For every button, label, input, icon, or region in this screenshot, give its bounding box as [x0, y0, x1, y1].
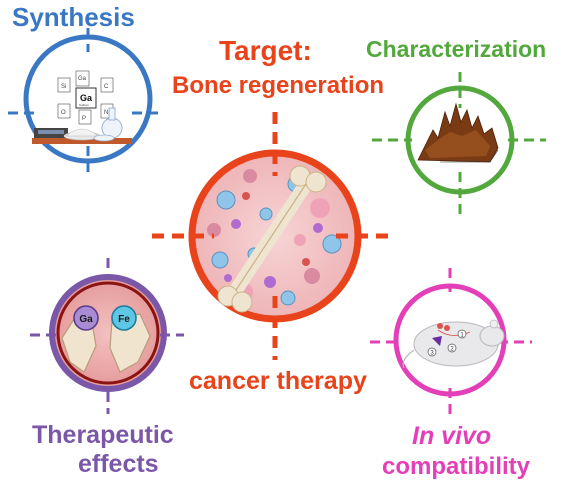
invivo-crosshair: 1 2 3	[370, 268, 532, 414]
ion-ga-label: Ga	[79, 314, 93, 325]
target-title-line1: Target:	[219, 35, 312, 66]
afm-surface-illustration	[417, 102, 499, 163]
pt-cell-ga-subtext: Gallium	[79, 103, 90, 107]
synthesis-label: Synthesis	[12, 2, 135, 32]
pt-cell-si: Si	[61, 84, 66, 90]
target-title-line2: Bone regeneration	[172, 72, 385, 99]
mouse-marker-3: 3	[430, 351, 434, 357]
therapeutic-label-line1: Therapeutic	[32, 421, 174, 449]
pt-cell-n: N	[104, 110, 108, 116]
ion-ga: Ga	[73, 305, 99, 331]
bone-illustration	[217, 165, 327, 313]
therapeutic-crosshair: Ga Fe	[30, 258, 184, 414]
pt-cell-o: O	[61, 110, 66, 116]
pt-cell-ga-small: Ga	[78, 76, 87, 82]
target-crosshair	[152, 112, 396, 360]
synthesis-crosshair: Si Ga C O Ga Gallium N P	[8, 28, 162, 172]
therapeutic-label-line2: effects	[78, 450, 159, 478]
ion-fe-label: Fe	[118, 314, 130, 325]
invivo-label-line2: compatibility	[382, 453, 531, 480]
invivo-label-line1: In vivo	[412, 422, 492, 450]
lab-bench-illustration	[32, 107, 132, 144]
pt-cell-c: C	[104, 84, 109, 90]
pt-cell-ga-main: Ga	[80, 93, 93, 103]
pt-cell-p: P	[82, 116, 86, 122]
mouse-marker-2: 2	[450, 347, 454, 353]
ion-fe: Fe	[111, 305, 137, 331]
mouse-marker-1: 1	[460, 333, 464, 339]
characterization-label: Characterization	[366, 36, 547, 62]
characterization-crosshair	[372, 72, 546, 220]
target-title-line3: cancer therapy	[189, 367, 367, 395]
mouse-illustration: 1 2 3	[402, 319, 505, 369]
